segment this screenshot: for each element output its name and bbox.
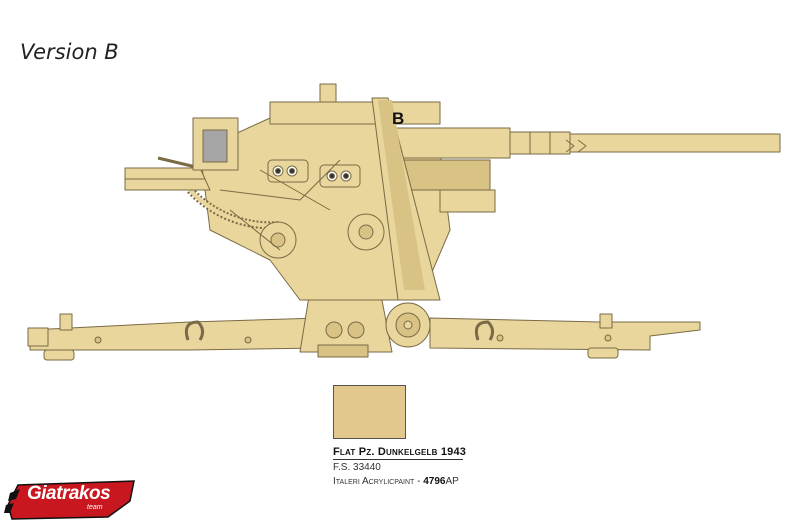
- giatrakos-logo: [4, 480, 135, 520]
- logo-name: Giatrakos: [27, 483, 111, 504]
- paint-divider: [333, 459, 463, 460]
- paint-fs-code: F.S. 33440: [333, 462, 381, 473]
- paint-product-suffix: AP: [445, 476, 459, 487]
- paint-name: Flat Pz. Dunkelgelb 1943: [333, 446, 467, 458]
- paint-product-code: 4796: [423, 476, 446, 487]
- paint-brand-line: Italeri Acrylicpaint - 4796AP: [333, 476, 459, 487]
- barrel: [389, 127, 511, 159]
- paint-brand: Italeri Acrylicpaint -: [333, 476, 424, 487]
- flak-gun-drawing: B: [27, 83, 781, 361]
- version-title: Version B: [20, 40, 119, 64]
- base-left-arm: [29, 317, 321, 351]
- base-right-arm: [429, 317, 701, 351]
- paint-swatch: [333, 385, 406, 439]
- logo-sub: team: [87, 504, 103, 511]
- gun-marking: B: [392, 109, 404, 128]
